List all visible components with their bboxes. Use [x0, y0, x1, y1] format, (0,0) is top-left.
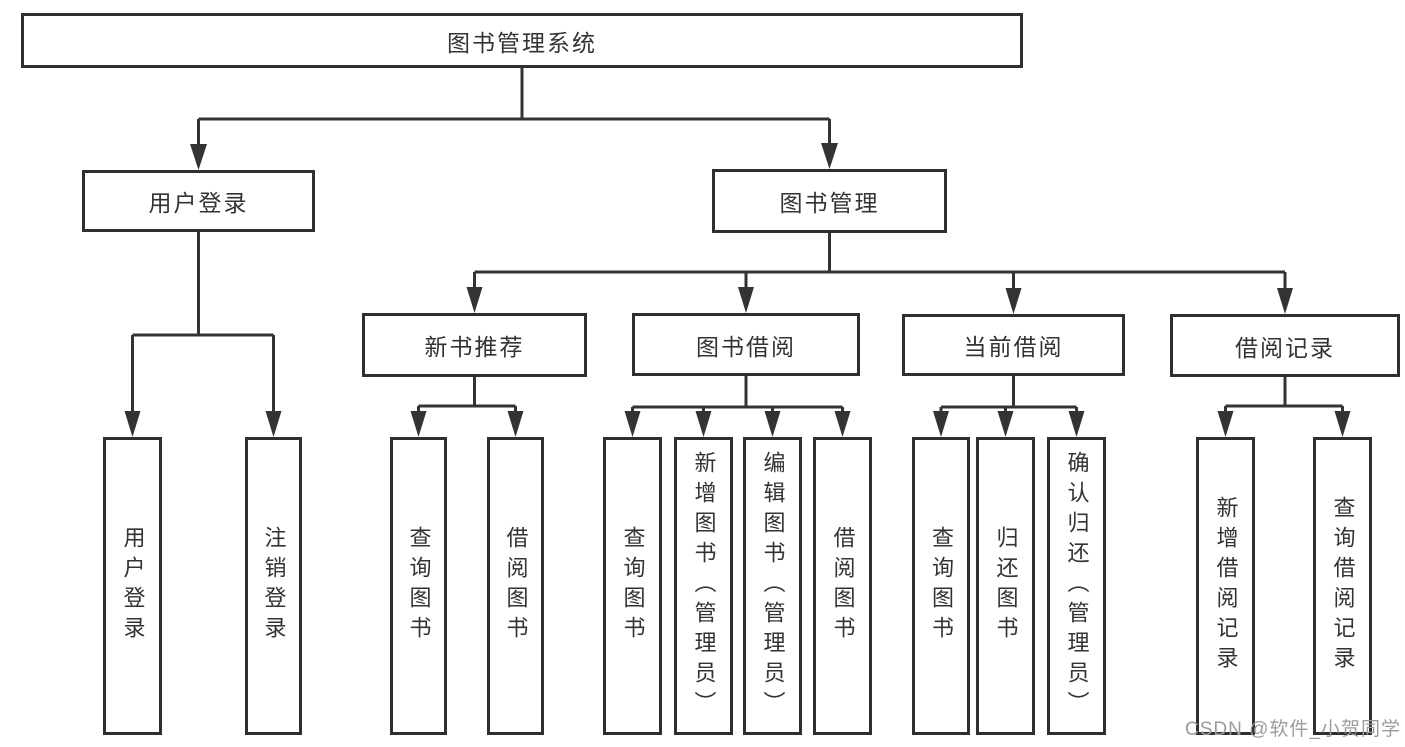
- leaf-logout: 注销登录: [245, 437, 302, 735]
- leaf-add-borrow-record: 新增借阅记录: [1196, 437, 1255, 735]
- leaf-label: 编辑图书（管理员）: [760, 451, 786, 721]
- leaf-borrow-books-borrowing: 借阅图书: [813, 437, 872, 735]
- leaf-label: 归还图书: [993, 526, 1019, 646]
- connector-userlogin-to-leaves: [124, 232, 282, 437]
- leaf-label: 确认归还（管理员）: [1064, 451, 1090, 721]
- connector-bookborrow-to-leaves: [624, 376, 851, 437]
- node-label: 用户登录: [148, 190, 249, 216]
- leaf-edit-book-admin: 编辑图书（管理员）: [743, 437, 802, 735]
- node-label: 图书管理系统: [447, 29, 597, 56]
- node-label: 图书借阅: [696, 333, 796, 360]
- leaf-query-books-current: 查询图书: [912, 437, 970, 735]
- node-book-management: 图书管理: [712, 169, 947, 233]
- node-book-borrowing: 图书借阅: [632, 313, 860, 376]
- leaf-label: 借阅图书: [830, 526, 856, 646]
- leaf-user-login: 用户登录: [103, 437, 162, 735]
- connector-records-to-leaves: [1217, 377, 1351, 437]
- leaf-label: 查询图书: [620, 526, 646, 646]
- connector-current-to-leaves: [933, 376, 1085, 437]
- connector-root-to-level2: [190, 68, 838, 170]
- leaf-label: 查询图书: [929, 526, 954, 646]
- leaf-return-book: 归还图书: [976, 437, 1035, 735]
- leaf-label: 借阅图书: [503, 526, 529, 646]
- csdn-watermark: CSDN @软件_小贺同学: [1185, 719, 1401, 740]
- connector-newrec-to-leaves: [410, 377, 524, 437]
- node-label: 新书推荐: [424, 334, 525, 360]
- leaf-label: 注销登录: [261, 526, 287, 646]
- connector-bookmgmt-to-level3: [466, 233, 1293, 314]
- leaf-label: 查询图书: [406, 526, 432, 646]
- leaf-label: 新增借阅记录: [1213, 496, 1239, 676]
- node-library-management-system: 图书管理系统: [21, 13, 1023, 68]
- leaf-label: 查询借阅记录: [1330, 496, 1356, 676]
- node-label: 图书管理: [779, 190, 880, 216]
- leaf-query-books-recommend: 查询图书: [390, 437, 447, 735]
- leaf-query-books-borrowing: 查询图书: [603, 437, 662, 735]
- node-current-borrowing: 当前借阅: [902, 314, 1125, 376]
- node-label: 借阅记录: [1235, 334, 1335, 361]
- node-borrowing-records: 借阅记录: [1170, 314, 1400, 377]
- leaf-confirm-return-admin: 确认归还（管理员）: [1047, 437, 1106, 735]
- leaf-query-borrow-record: 查询借阅记录: [1313, 437, 1372, 735]
- leaf-label: 新增图书（管理员）: [691, 451, 717, 721]
- node-new-book-recommendation: 新书推荐: [362, 313, 587, 377]
- leaf-add-book-admin: 新增图书（管理员）: [674, 437, 733, 735]
- leaf-borrow-books-recommend: 借阅图书: [487, 437, 544, 735]
- node-user-login: 用户登录: [82, 170, 315, 232]
- node-label: 当前借阅: [963, 334, 1064, 360]
- leaf-label: 用户登录: [120, 526, 146, 646]
